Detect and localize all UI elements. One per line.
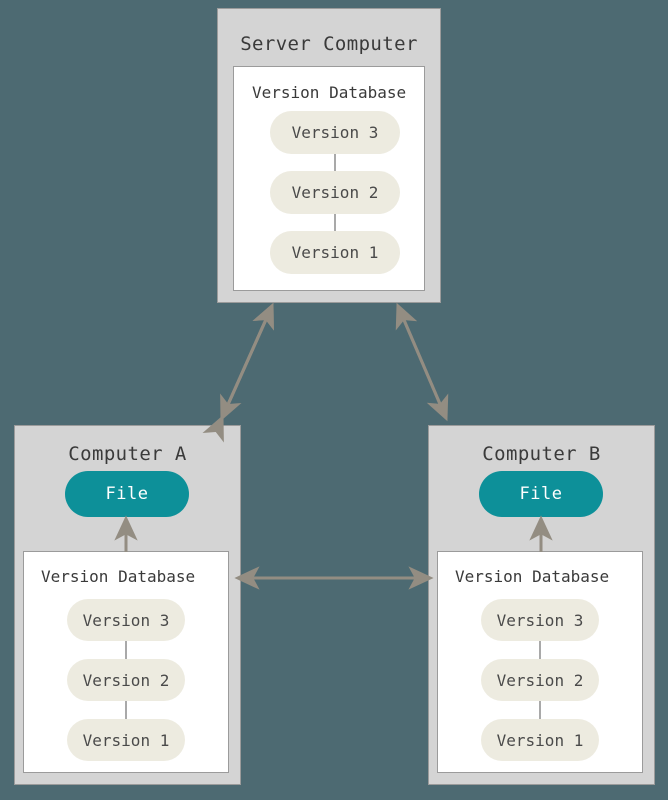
server-version-pill-1[interactable]: Version 1 — [270, 231, 400, 274]
computer-b-version-pill-2[interactable]: Version 2 — [481, 659, 599, 701]
computer-b-version-connector-2-1 — [539, 701, 541, 719]
computer-b-version-connector-3-2 — [539, 641, 541, 659]
arrow-server-to-computer-b — [395, 302, 449, 422]
server-version-database-title: Version Database — [252, 83, 407, 102]
computer-b-version-database-title: Version Database — [455, 567, 610, 586]
computer-a-version-connector-2-1 — [125, 701, 127, 719]
computer-a-version-pill-2[interactable]: Version 2 — [67, 659, 185, 701]
computer-a-version-pill-1[interactable]: Version 1 — [67, 719, 185, 761]
computer-a-file-pill[interactable]: File — [65, 471, 189, 517]
server-version-connector-2-1 — [334, 212, 336, 234]
computer-a-title: Computer A — [68, 443, 187, 465]
computer-b-file-pill[interactable]: File — [479, 471, 603, 517]
server-version-pill-3[interactable]: Version 3 — [270, 111, 400, 154]
computer-a-version-connector-3-2 — [125, 641, 127, 659]
server-version-pill-2[interactable]: Version 2 — [270, 171, 400, 214]
computer-a-version-database-title: Version Database — [41, 567, 196, 586]
computer-b-title: Computer B — [482, 443, 601, 465]
server-version-connector-3-2 — [334, 152, 336, 174]
computer-b-version-pill-1[interactable]: Version 1 — [481, 719, 599, 761]
computer-a-version-pill-3[interactable]: Version 3 — [67, 599, 185, 641]
arrow-server-to-computer-a — [202, 302, 274, 443]
server-computer-title: Server Computer — [240, 33, 418, 55]
computer-b-version-pill-3[interactable]: Version 3 — [481, 599, 599, 641]
